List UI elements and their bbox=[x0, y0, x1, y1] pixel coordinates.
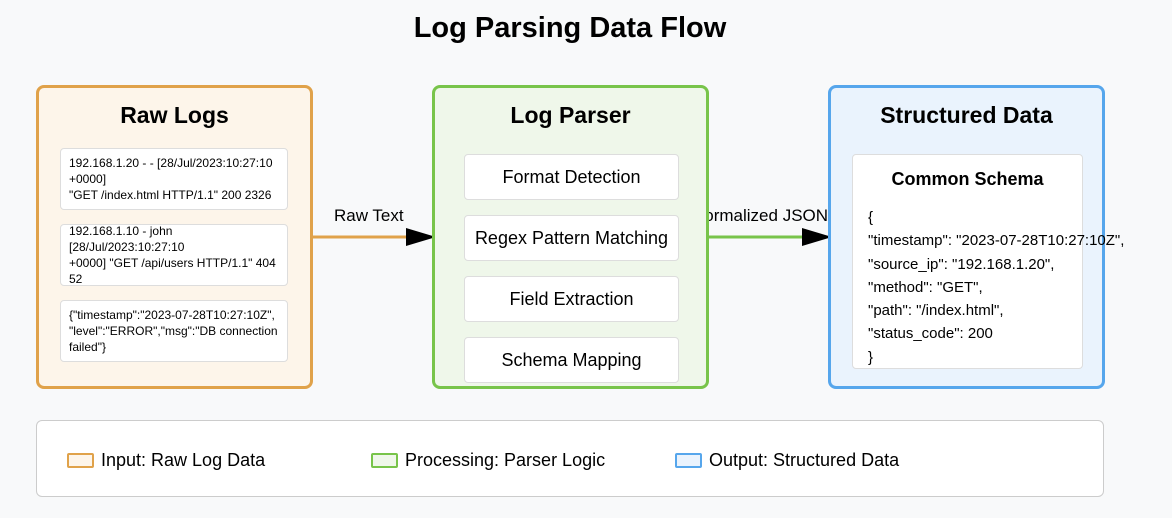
log-line: +0000] "GET /api/users HTTP/1.1" 404 52 bbox=[69, 256, 276, 286]
schema-title: Common Schema bbox=[891, 169, 1044, 189]
schema-line: "status_code": 200 bbox=[868, 325, 993, 343]
schema-line: "timestamp": "2023-07-28T10:27:10Z", bbox=[868, 232, 1125, 250]
raw-logs-title: Raw Logs bbox=[120, 102, 229, 128]
legend-label-processing: Processing: Parser Logic bbox=[405, 450, 606, 470]
legend: Input: Raw Log Data Processing: Parser L… bbox=[36, 420, 1104, 497]
log-entry-user: 192.168.1.10 - john [28/Jul/2023:10:27:1… bbox=[60, 224, 288, 286]
schema-line: "path": "/index.html", bbox=[868, 302, 1004, 320]
log-parser-title: Log Parser bbox=[510, 102, 631, 128]
log-line: 192.168.1.10 - john [28/Jul/2023:10:27:1… bbox=[69, 224, 185, 254]
step-regex-matching: Regex Pattern Matching bbox=[464, 215, 679, 261]
step-field-extraction: Field Extraction bbox=[464, 276, 679, 322]
step-format-detection: Format Detection bbox=[464, 154, 679, 200]
arrow-raw-to-parser-head bbox=[406, 228, 436, 246]
legend-swatch-input bbox=[67, 453, 94, 468]
step-schema-mapping: Schema Mapping bbox=[464, 337, 679, 383]
schema-line: "method": "GET", bbox=[868, 278, 983, 296]
common-schema-card: Common Schema { "timestamp": "2023-07-28… bbox=[852, 154, 1124, 369]
log-entry-json: {"timestamp":"2023-07-28T10:27:10Z", "le… bbox=[60, 300, 288, 362]
log-line: 192.168.1.20 - - [28/Jul/2023:10:27:10 +… bbox=[69, 156, 273, 186]
legend-item-processing: Processing: Parser Logic bbox=[371, 450, 605, 471]
structured-data-panel: Structured Data Common Schema { "timesta… bbox=[828, 85, 1124, 389]
schema-json: { "timestamp": "2023-07-28T10:27:10Z", "… bbox=[868, 206, 1124, 369]
log-line: {"timestamp":"2023-07-28T10:27:10Z", bbox=[69, 308, 275, 322]
legend-item-output: Output: Structured Data bbox=[675, 450, 899, 471]
structured-data-title: Structured Data bbox=[880, 102, 1053, 128]
log-line: "GET /index.html HTTP/1.1" 200 2326 bbox=[69, 188, 272, 202]
legend-item-input: Input: Raw Log Data bbox=[67, 450, 265, 471]
schema-line: "source_ip": "192.168.1.20", bbox=[868, 255, 1055, 273]
legend-swatch-processing bbox=[371, 453, 398, 468]
raw-logs-panel: Raw Logs 192.168.1.20 - - [28/Jul/2023:1… bbox=[36, 85, 313, 389]
schema-line: } bbox=[868, 348, 874, 366]
log-parser-panel: Log Parser Format Detection Regex Patter… bbox=[432, 85, 709, 389]
log-entry-apache: 192.168.1.20 - - [28/Jul/2023:10:27:10 +… bbox=[60, 148, 288, 210]
schema-line: { bbox=[868, 209, 874, 226]
arrow-label-raw-text: Raw Text bbox=[334, 206, 404, 225]
log-line: "level":"ERROR","msg":"DB connection fai… bbox=[69, 324, 278, 354]
arrow-label-normalized-json: Normalized JSON bbox=[692, 206, 829, 225]
legend-label-output: Output: Structured Data bbox=[709, 450, 900, 470]
legend-swatch-output bbox=[675, 453, 702, 468]
arrow-parser-to-output-head bbox=[802, 228, 832, 246]
diagram-title: Log Parsing Data Flow bbox=[413, 12, 727, 44]
legend-label-input: Input: Raw Log Data bbox=[101, 450, 266, 470]
